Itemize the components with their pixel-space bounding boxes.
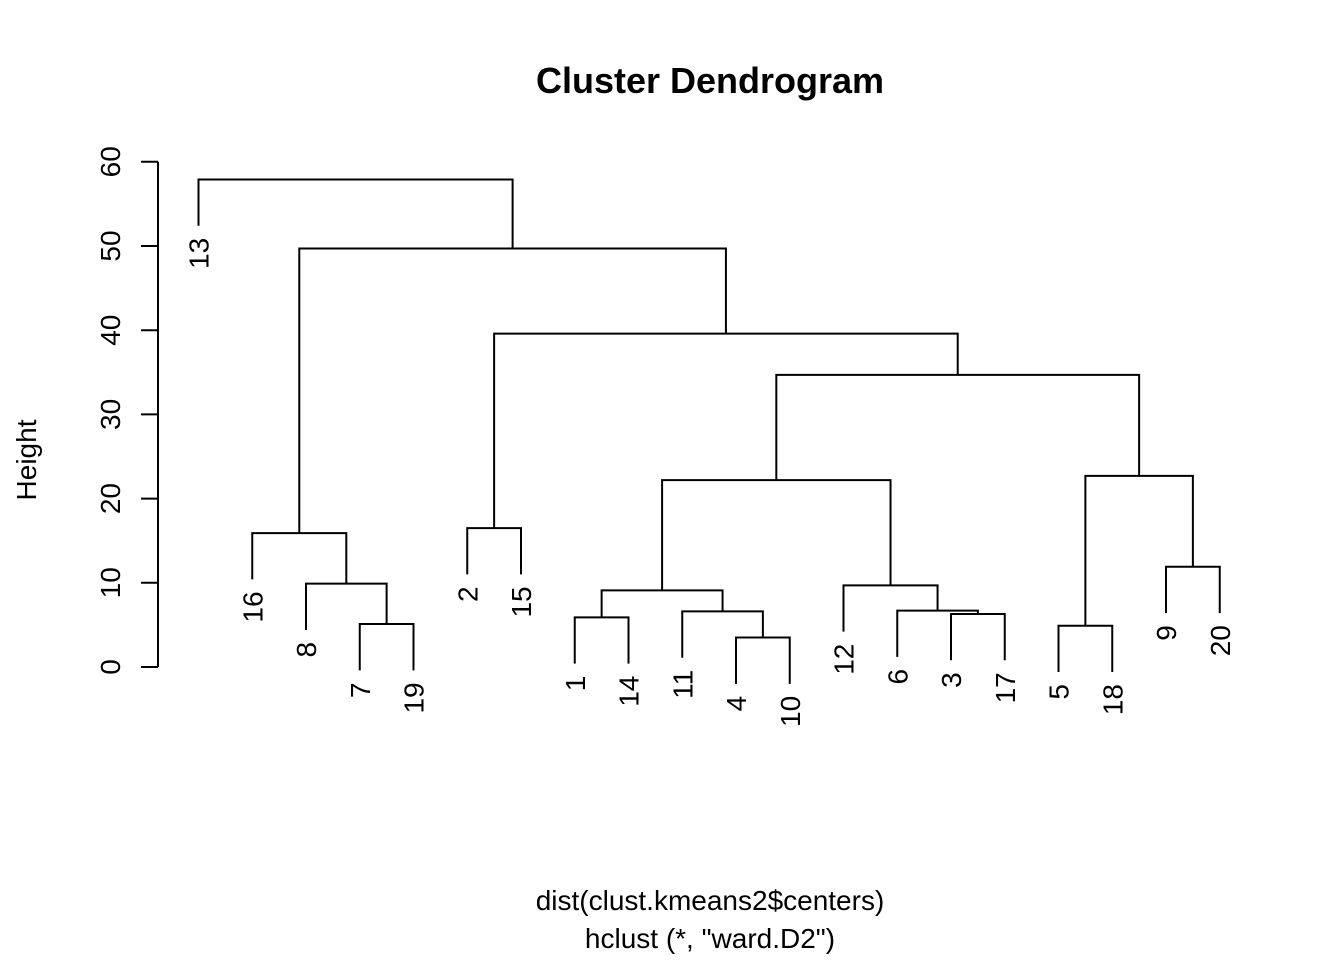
leaf-label: 18 bbox=[1097, 684, 1128, 715]
dendrogram-branch bbox=[1165, 565, 1221, 614]
leaf-label: 15 bbox=[506, 586, 537, 617]
leaf-label: 8 bbox=[291, 642, 322, 658]
y-tick-label: 30 bbox=[95, 399, 126, 430]
y-tick-label: 60 bbox=[95, 146, 126, 177]
dendrogram-branch bbox=[681, 610, 764, 658]
dendrogram-branch bbox=[1084, 474, 1194, 626]
x-axis-label: dist(clust.kmeans2$centers) bbox=[536, 885, 885, 916]
dendrogram-branch bbox=[358, 623, 415, 671]
leaf-label: 10 bbox=[775, 696, 806, 727]
dendrogram-branch bbox=[197, 178, 514, 249]
dendrogram-branch bbox=[466, 527, 522, 575]
dendrogram-branch bbox=[600, 589, 724, 618]
leaf-label: 16 bbox=[237, 591, 268, 622]
leaf-label: 14 bbox=[614, 676, 645, 707]
dendrogram-branch bbox=[1057, 624, 1114, 673]
dendrogram-branch bbox=[775, 373, 1141, 481]
y-tick-label: 20 bbox=[95, 483, 126, 514]
dendrogram-branch bbox=[735, 636, 791, 684]
dendrogram-branch bbox=[896, 609, 979, 657]
dendrogram-branch bbox=[950, 612, 1006, 661]
dendrogram-branch bbox=[842, 584, 939, 632]
leaf-label: 6 bbox=[882, 669, 913, 685]
leaf-label: 1 bbox=[560, 676, 591, 692]
leaf-label: 4 bbox=[721, 696, 752, 712]
leaf-label: 20 bbox=[1205, 625, 1236, 656]
y-tick-label: 10 bbox=[95, 567, 126, 598]
dendrogram-branch bbox=[251, 532, 348, 584]
leaf-label: 17 bbox=[990, 672, 1021, 703]
y-tick-label: 50 bbox=[95, 230, 126, 261]
leaf-label: 19 bbox=[399, 682, 430, 713]
chart-title: Cluster Dendrogram bbox=[536, 60, 884, 101]
leaf-label: 3 bbox=[936, 672, 967, 688]
dendrogram-branch bbox=[573, 616, 630, 664]
leaf-label: 11 bbox=[667, 670, 698, 699]
leaf-label: 5 bbox=[1044, 684, 1075, 700]
y-axis: 0 10 20 30 40 50 60 bbox=[95, 146, 159, 675]
y-tick-label: 40 bbox=[95, 315, 126, 346]
leaf-label: 12 bbox=[829, 644, 860, 675]
leaf-label: 2 bbox=[452, 586, 483, 602]
method-label: hclust (*, "ward.D2") bbox=[585, 923, 835, 954]
dendrogram-branch bbox=[493, 332, 959, 529]
leaf-label: 13 bbox=[184, 238, 215, 269]
dendrogram-branch bbox=[661, 479, 892, 591]
leaf-label: 9 bbox=[1151, 625, 1182, 641]
leaf-label: 7 bbox=[345, 682, 376, 698]
dendrogram-branch bbox=[305, 582, 388, 630]
dendrogram-branches bbox=[197, 178, 1221, 684]
y-axis-label: Height bbox=[11, 419, 42, 500]
y-tick-label: 0 bbox=[95, 659, 126, 675]
